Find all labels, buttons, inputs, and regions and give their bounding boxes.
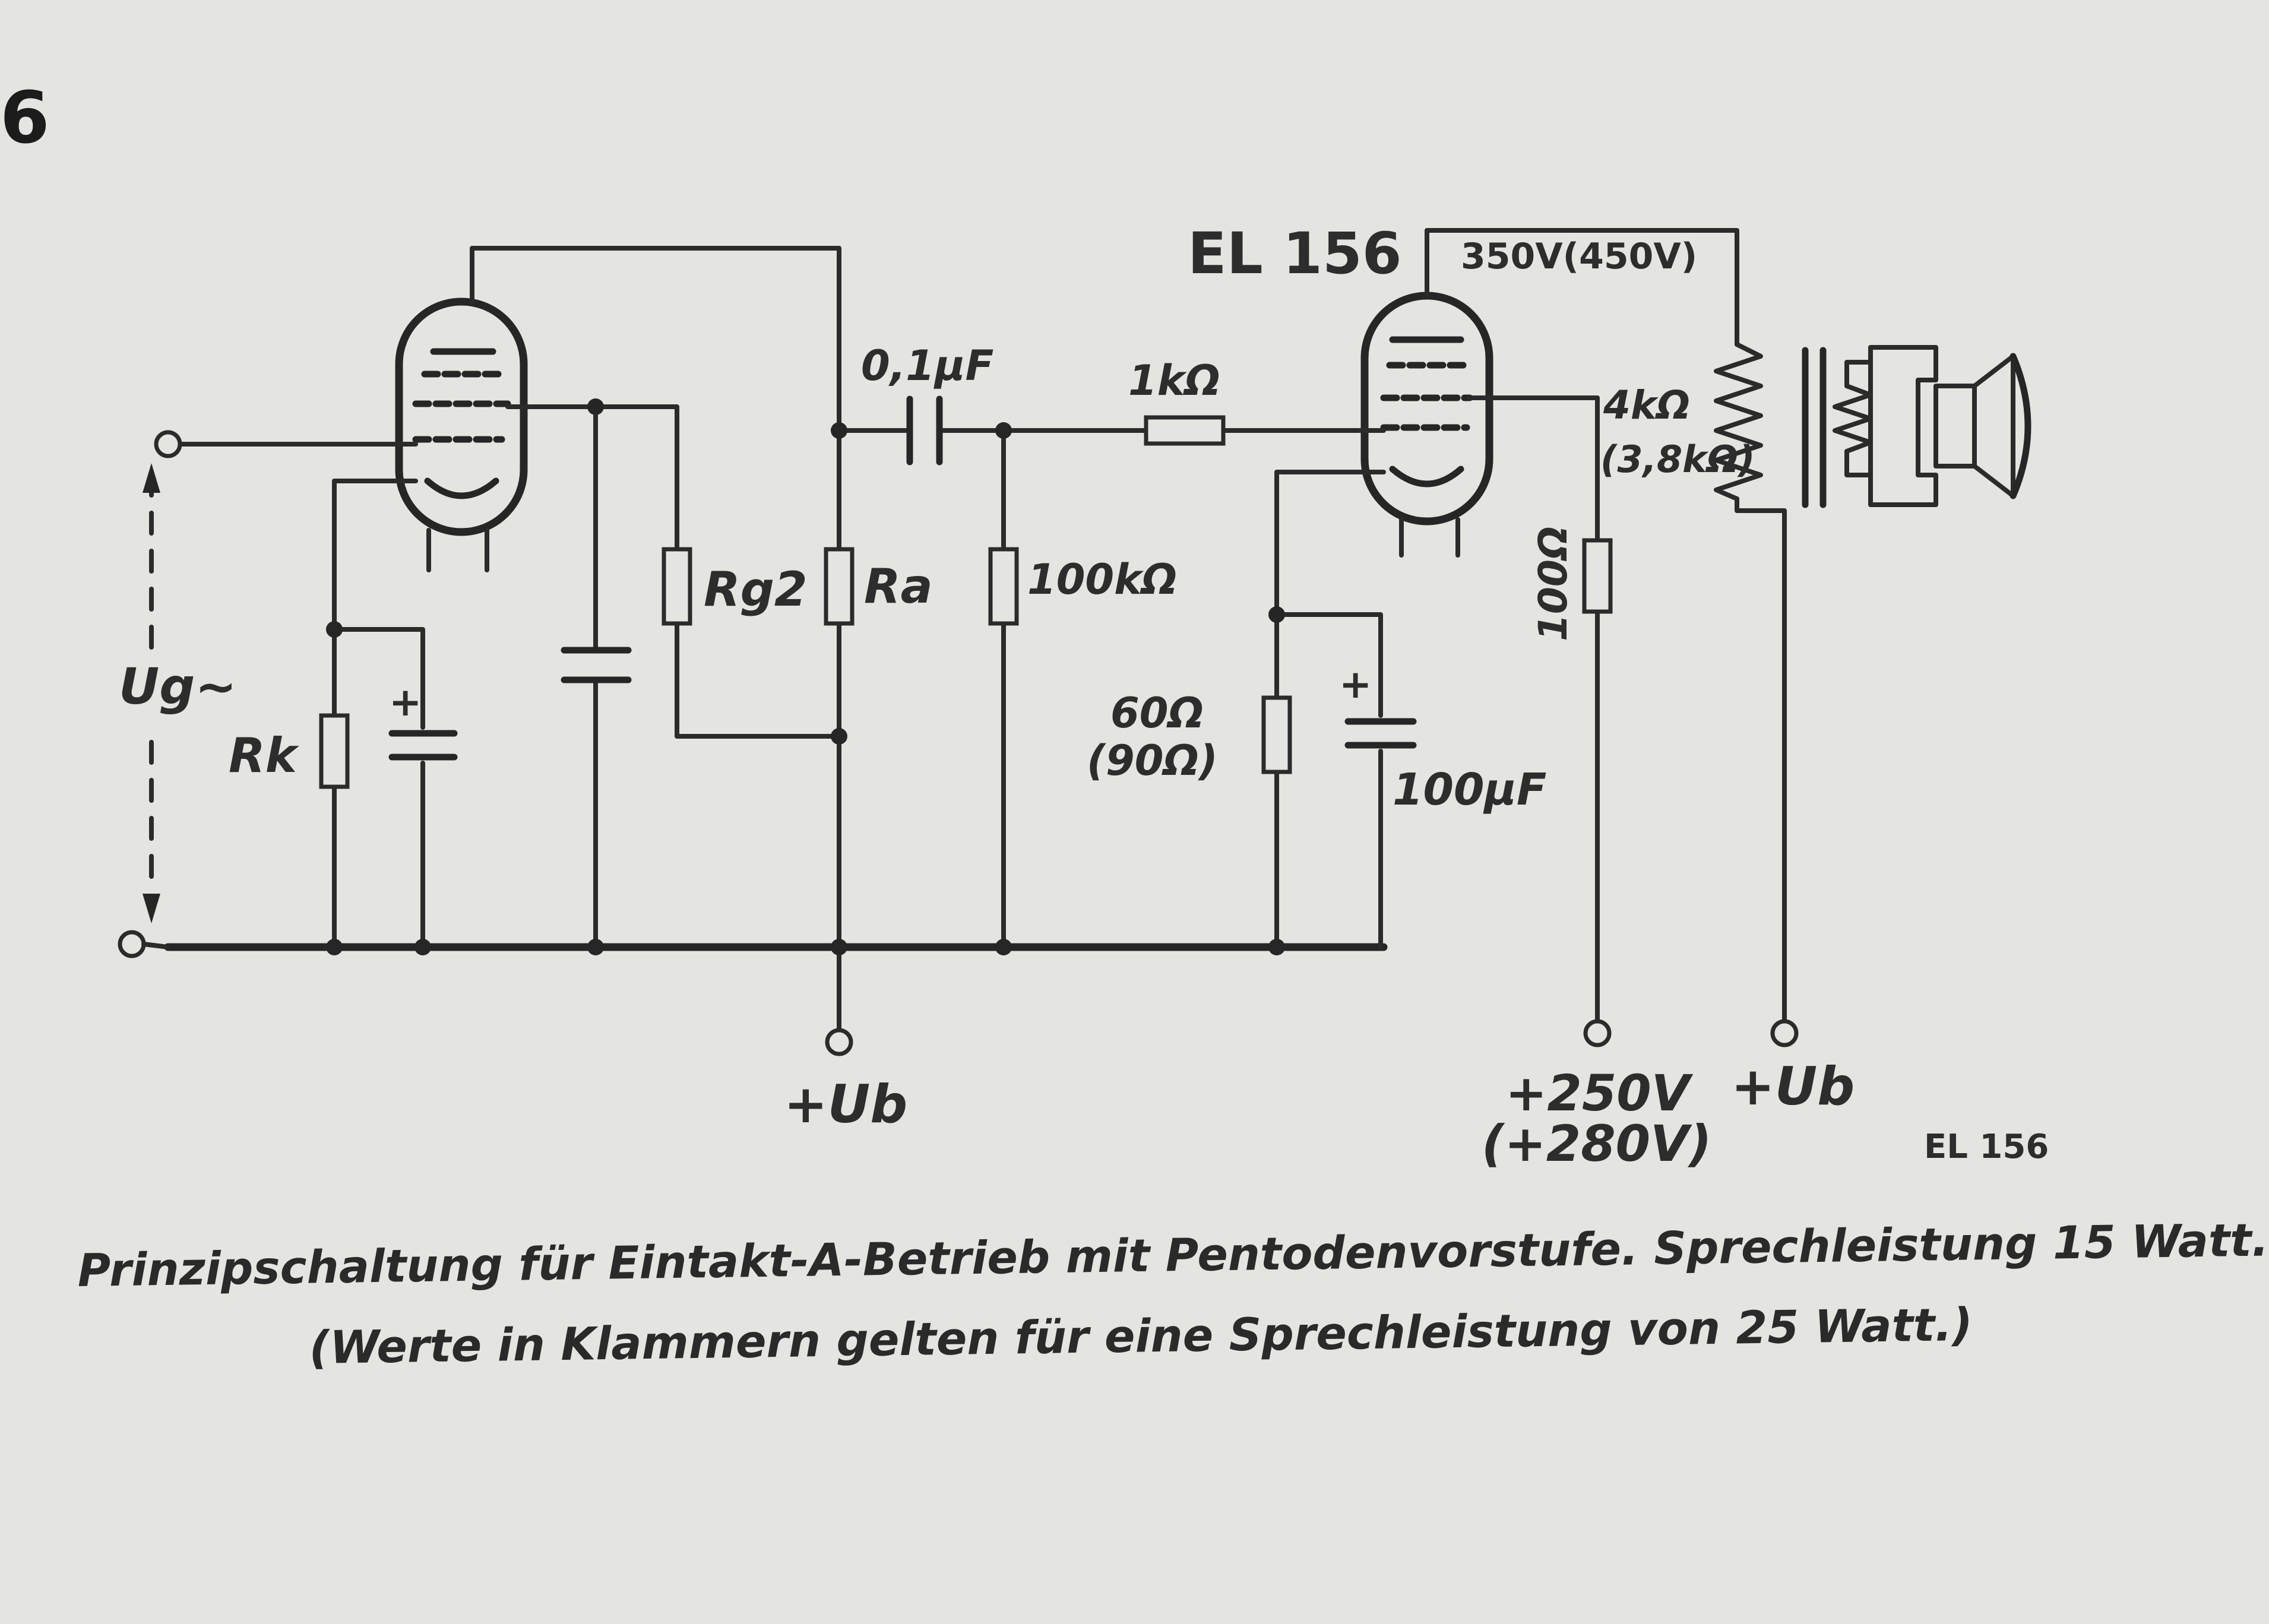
screen-supply-label: +250V <box>1505 1064 1694 1122</box>
input-terminal-ground <box>118 930 146 958</box>
capacitor-100uf <box>1344 718 1417 749</box>
resistor-rk <box>319 713 350 789</box>
supply-terminal-pre <box>825 1028 853 1056</box>
resistor-100k <box>988 547 1019 626</box>
cathode-resistor-out-label: 60Ω <box>1110 689 1204 737</box>
resistor-ra <box>824 547 855 626</box>
capacitor-screen-bypass <box>561 647 632 683</box>
rk-label: Rk <box>229 728 300 783</box>
resistor-60ohm <box>1261 695 1292 774</box>
ra-label: Ra <box>864 559 933 614</box>
coupling-cap-label: 0,1µF <box>861 341 993 390</box>
input-voltage-arrow <box>143 463 160 923</box>
cathode-cap-plus-sign: + <box>1339 661 1372 707</box>
grid-leak-label: 100kΩ <box>1027 555 1177 604</box>
junction-dots <box>326 398 1285 955</box>
transformer-impedance-alt-label: (3,8kΩ) <box>1600 438 1755 481</box>
circuit-schematic: EL 156 350V(450V) 0,1µF 1kΩ 100kΩ Rg2 Ra… <box>118 220 2049 1173</box>
supply-pre-label: +Ub <box>784 1074 907 1135</box>
screen-grid-resistor-label: 100Ω <box>1530 526 1576 641</box>
cathode-cap-label: 100µF <box>1393 764 1546 815</box>
rg2-label: Rg2 <box>704 562 808 617</box>
tube-label-el156: EL 156 <box>1188 220 1402 287</box>
loudspeaker-icon <box>1868 345 2031 507</box>
resistor-1k <box>1144 415 1226 446</box>
resistor-rg2 <box>662 547 692 626</box>
supply-terminal-out <box>1770 1019 1799 1047</box>
pentode-el156-tube <box>1360 292 1493 558</box>
corner-tag: EL 156 <box>1924 1128 2049 1166</box>
capacitor-preamp-cathode <box>388 730 458 761</box>
pentode-preamp-tube <box>395 297 528 572</box>
el156-tube-envelope <box>1360 292 1493 525</box>
wiring <box>164 228 1787 1044</box>
grid-resistor-label: 1kΩ <box>1128 356 1220 405</box>
preamp-cathode <box>424 477 499 499</box>
preamp-cap-plus-sign: + <box>389 679 422 725</box>
screen-supply-alt-label: (+280V) <box>1482 1115 1712 1173</box>
screen-supply-terminal <box>1583 1019 1612 1047</box>
input-terminal-top <box>154 430 182 458</box>
el156-cathode <box>1389 466 1464 487</box>
supply-out-label: +Ub <box>1731 1056 1855 1117</box>
transformer-impedance-label: 4kΩ <box>1603 382 1690 428</box>
page-number: 6 <box>0 77 50 160</box>
output-transformer <box>1714 342 1873 508</box>
anode-voltage-label: 350V(450V) <box>1461 236 1697 277</box>
preamp-tube-envelope <box>395 297 528 536</box>
input-signal-label: Ug~ <box>119 657 237 716</box>
resistor-100ohm <box>1582 538 1613 614</box>
capacitor-coupling <box>906 395 943 466</box>
cathode-resistor-out-alt-label: (90Ω) <box>1087 736 1218 785</box>
